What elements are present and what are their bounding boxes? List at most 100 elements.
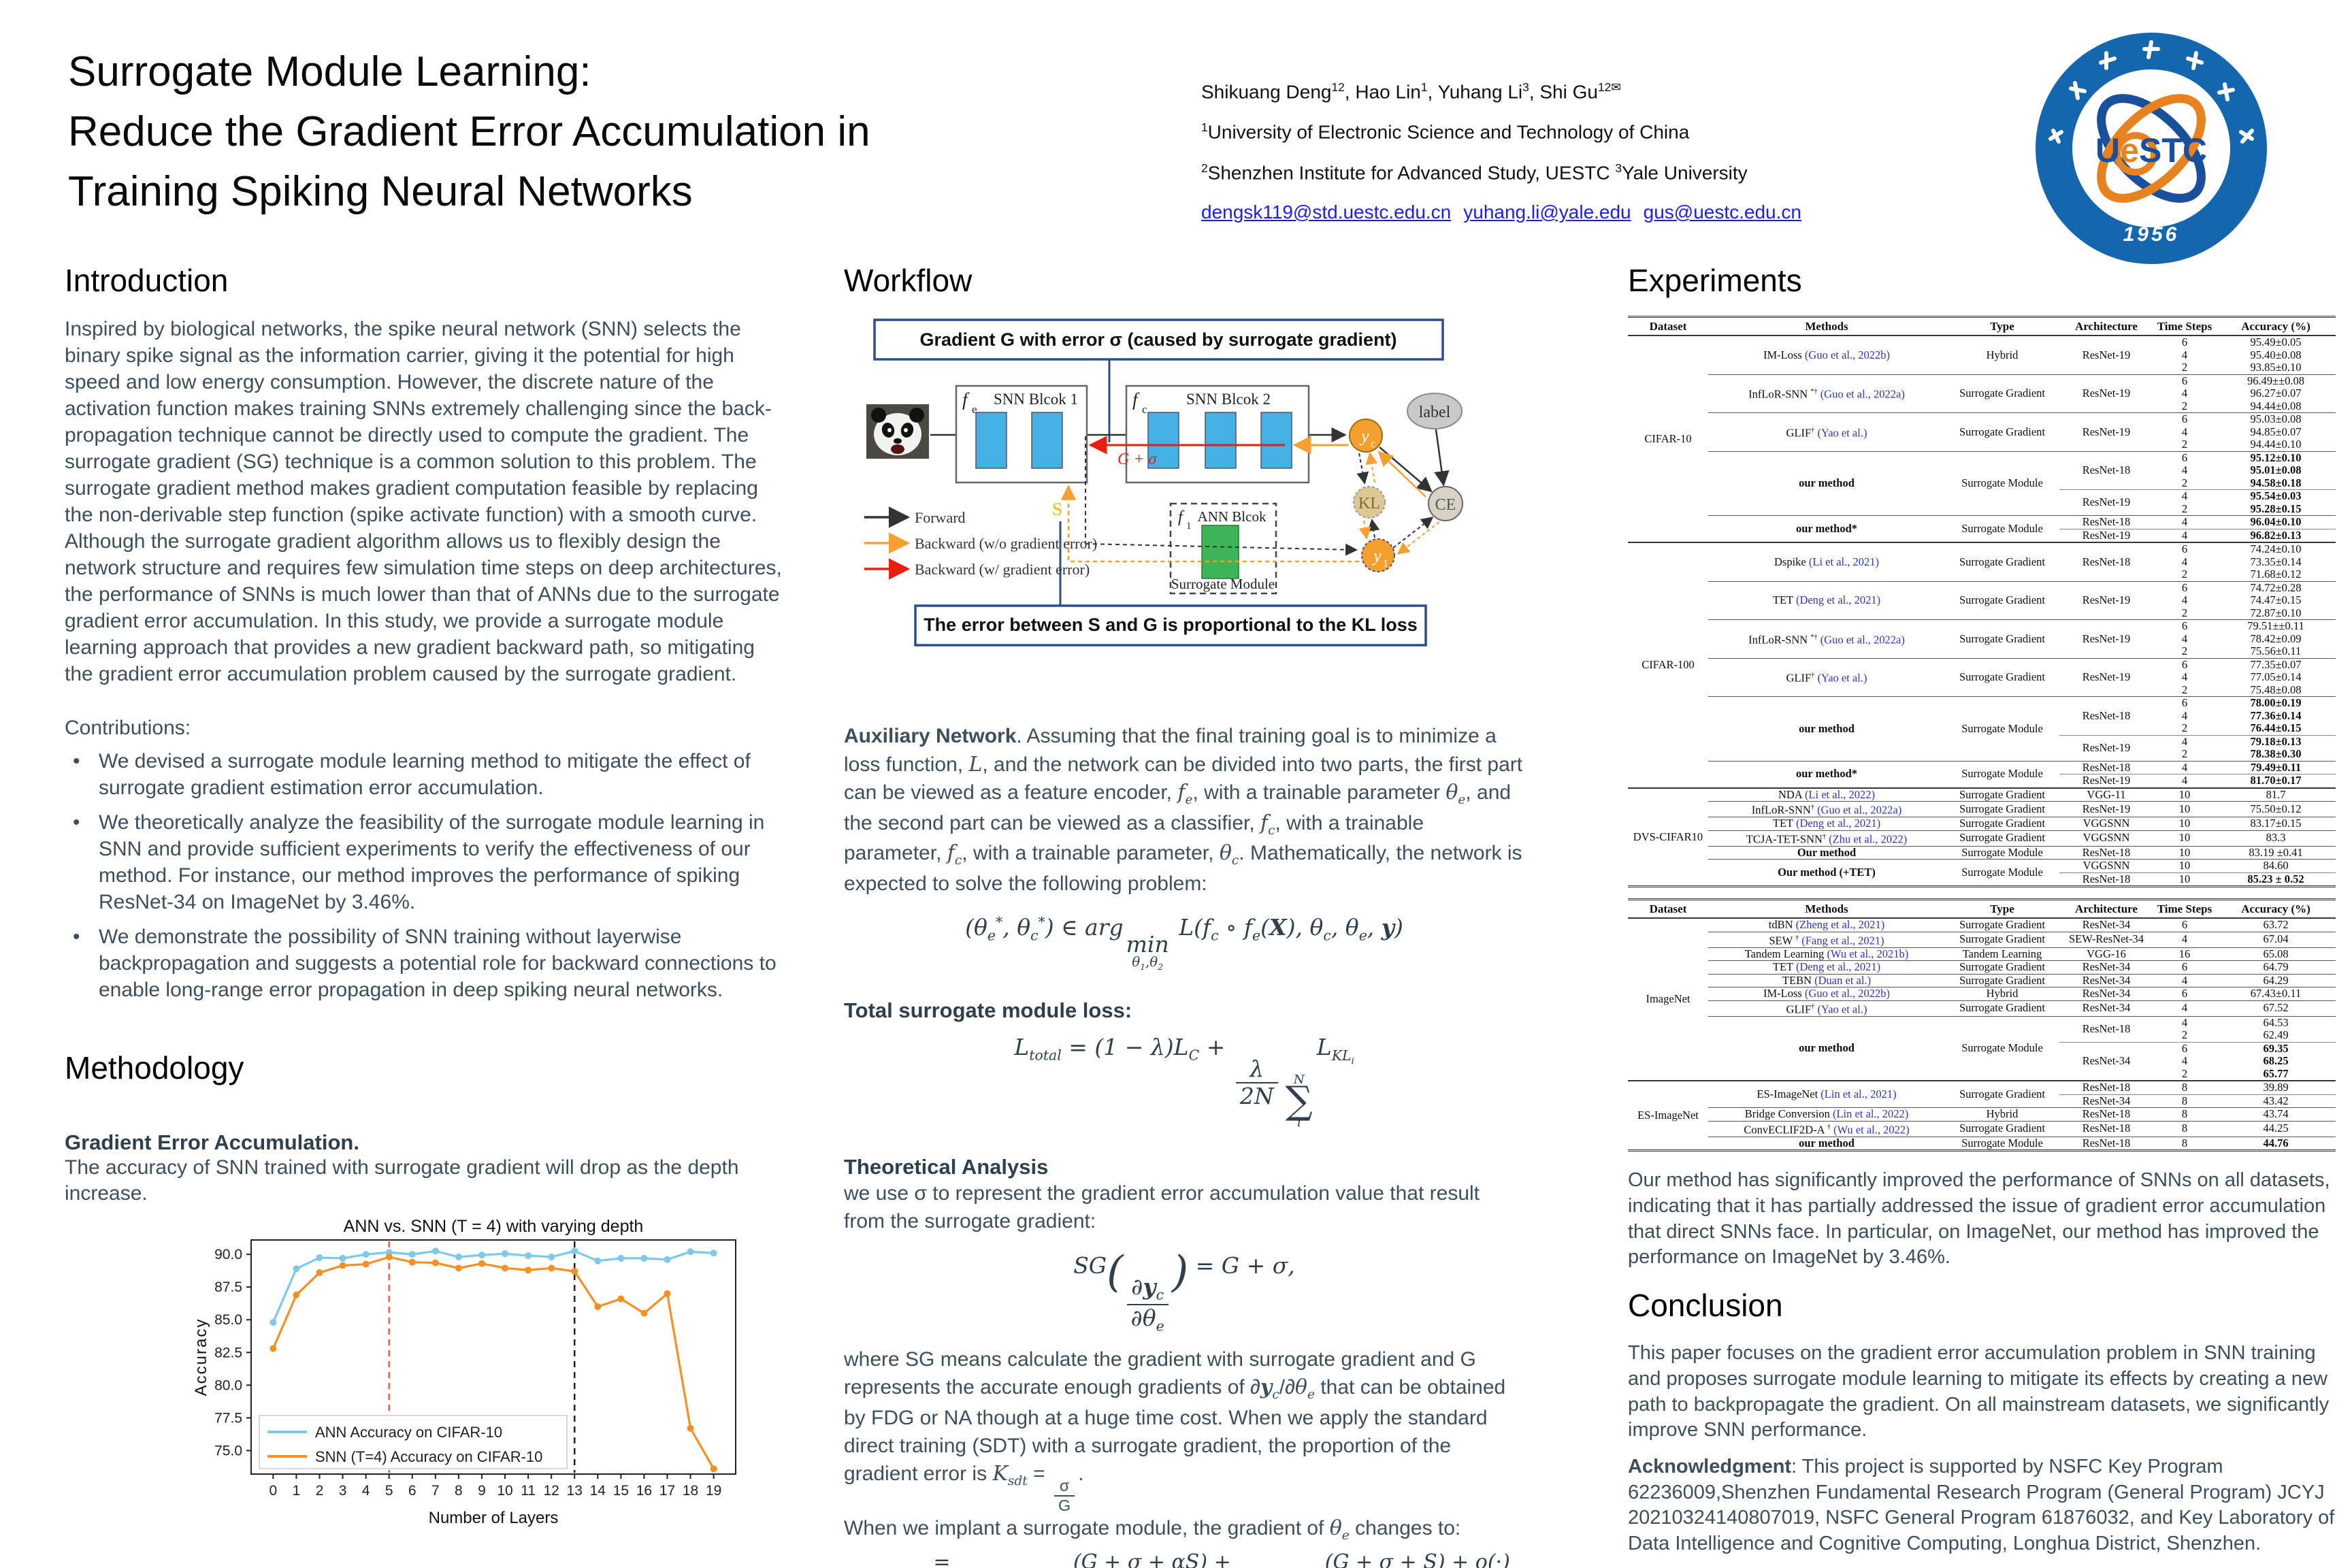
cell-type: Surrogate Gradient bbox=[1945, 817, 2059, 831]
theory-paragraph-2: where SG means calculate the gradient wi… bbox=[844, 1348, 1506, 1514]
cell-accuracy: 69.35 bbox=[2216, 1041, 2336, 1056]
cell-architecture: ResNet-18 bbox=[2059, 1015, 2153, 1043]
cell-timesteps: 2 bbox=[2181, 721, 2188, 735]
snn-block-1: f e SNN Blcok 1 bbox=[955, 385, 1088, 484]
cell-architecture: ResNet-18 bbox=[2059, 1136, 2153, 1151]
cell-timesteps: 4 bbox=[2181, 555, 2188, 568]
cell-timesteps: 8 bbox=[2153, 1107, 2216, 1122]
cell-type: Surrogate Gradient bbox=[1945, 1080, 2059, 1108]
cell-type: Hybrid bbox=[1945, 987, 2059, 1001]
cell-timesteps: 4 bbox=[2181, 348, 2188, 361]
cell-timesteps: 10 bbox=[2153, 817, 2216, 831]
surrogate-return-dashed bbox=[1060, 485, 1359, 563]
x-tick-label: 2 bbox=[316, 1483, 324, 1499]
svg-text:c: c bbox=[1142, 403, 1147, 416]
data-point bbox=[525, 1267, 532, 1274]
cell-architecture: ResNet-18 bbox=[2059, 451, 2153, 490]
cell-method: TCJA-TET-SNN† (Zhu et al., 2022) bbox=[1708, 830, 1945, 847]
cell-architecture: ResNet-18 bbox=[2059, 1080, 2153, 1095]
cell-accuracy: 75.56±0.11 bbox=[2250, 644, 2302, 658]
affiliation-2: 2Shenzhen Institute for Advanced Study, … bbox=[1201, 161, 1748, 183]
table-row: TET (Deng et al., 2021)Surrogate Gradien… bbox=[1628, 581, 2336, 620]
data-point bbox=[664, 1256, 671, 1264]
email-link-3[interactable]: gus@uestc.edu.cn bbox=[1643, 201, 1801, 223]
cell-architecture: ResNet-18 bbox=[2059, 696, 2153, 736]
cell-timesteps: 4 bbox=[2153, 489, 2216, 503]
column-header: Type bbox=[1945, 316, 2059, 337]
svg-text:y: y bbox=[1371, 546, 1382, 566]
cell-accuracy: 65.08 bbox=[2216, 947, 2336, 961]
cell-timesteps: 4 bbox=[2153, 1000, 2216, 1017]
cell-accuracy: 85.23 ± 0.52 bbox=[2216, 872, 2336, 887]
y1-to-ce-dashed bbox=[1392, 517, 1434, 549]
cell-accuracy: 72.87±0.10 bbox=[2250, 606, 2302, 619]
logo-year: 1956 bbox=[2123, 223, 2180, 246]
snn-layer bbox=[1147, 412, 1179, 469]
cell-timesteps: 2 bbox=[2181, 399, 2188, 412]
cell-method: SEW † (Fang et al., 2021) bbox=[1708, 931, 1945, 948]
data-point bbox=[478, 1252, 485, 1259]
cell-timesteps: 8 bbox=[2153, 1080, 2216, 1095]
cell-accuracy: 64.79 bbox=[2216, 960, 2336, 975]
cell-timesteps: 2 bbox=[2181, 438, 2188, 451]
cell-accuracy: 74.47±0.15 bbox=[2250, 593, 2302, 607]
cell-accuracy: 75.48±0.08 bbox=[2250, 683, 2302, 696]
cell-method: TEBN (Duan et al.) bbox=[1708, 973, 1945, 987]
cell-method: our method bbox=[1708, 696, 1945, 762]
cell-timesteps: 6 bbox=[2153, 917, 2216, 932]
cell-type: Surrogate Gradient bbox=[1945, 657, 2059, 697]
cell-accuracy: 78.38±0.30 bbox=[2250, 747, 2302, 761]
yc-to-ce-arrow bbox=[1379, 446, 1433, 493]
cell-type: Surrogate Module bbox=[1945, 760, 2059, 788]
cell-method: IM-Loss (Guo et al., 2022b) bbox=[1708, 335, 1945, 375]
cell-type: Surrogate Gradient bbox=[1945, 412, 2059, 452]
sg-equation: SG(∂yc∂θe) = G + σ, bbox=[1073, 1246, 1295, 1335]
kl-to-yc-dashed bbox=[1365, 452, 1378, 483]
data-point bbox=[316, 1269, 323, 1277]
cell-architecture: ResNet-19 bbox=[2059, 335, 2153, 375]
email-link-2[interactable]: yuhang.li@yale.edu bbox=[1463, 201, 1631, 223]
data-point bbox=[710, 1465, 717, 1473]
chart-title: ANN vs. SNN (T = 4) with varying depth bbox=[344, 1217, 644, 1236]
uestc-logo: UeSTC 1956 bbox=[2036, 33, 2267, 264]
cell-dataset: CIFAR-100 bbox=[1628, 542, 1708, 788]
legend-forward: Forward bbox=[915, 509, 966, 526]
cell-timesteps: 10 bbox=[2153, 801, 2216, 817]
cell-architecture: ResNet-19 bbox=[2059, 657, 2153, 697]
cell-timesteps: 4 bbox=[2153, 1015, 2216, 1030]
contributions-list: We devised a surrogate module learning m… bbox=[65, 748, 783, 1003]
column-header: Architecture bbox=[2059, 316, 2153, 337]
data-point bbox=[385, 1254, 393, 1261]
cell-accuracy: 62.49 bbox=[2263, 1028, 2289, 1042]
theory-paragraph-3: When we implant a surrogate module, the … bbox=[844, 1516, 1461, 1544]
svg-text:1: 1 bbox=[1186, 521, 1192, 532]
x-tick-label: 10 bbox=[497, 1483, 512, 1499]
cell-accuracy: 44.25 bbox=[2216, 1120, 2336, 1137]
cell-accuracy: 43.42 bbox=[2216, 1094, 2336, 1108]
email-link-1[interactable]: dengsk119@std.uestc.edu.cn bbox=[1201, 201, 1452, 223]
cell-timesteps: 10 bbox=[2153, 787, 2216, 802]
logo-orbits bbox=[2097, 94, 2206, 203]
data-point bbox=[270, 1345, 277, 1352]
cell-accuracy: 74.24±0.10 bbox=[2216, 542, 2336, 556]
column-header: Time Steps bbox=[2153, 316, 2216, 337]
data-point bbox=[408, 1251, 416, 1258]
cell-accuracy: 77.35±0.07 bbox=[2216, 657, 2336, 672]
